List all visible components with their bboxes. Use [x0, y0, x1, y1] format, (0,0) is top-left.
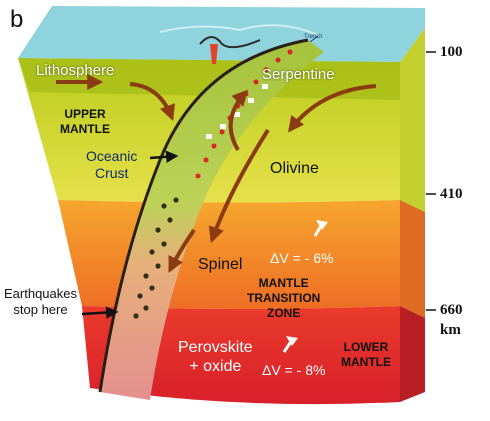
serpentine-label: Serpentine — [262, 66, 335, 83]
lithosphere-label: Lithosphere — [36, 62, 115, 79]
earthquake-pointer-arrow — [81, 306, 119, 319]
earthquake-dots — [133, 197, 179, 319]
panel-label: b — [10, 6, 24, 33]
dv660-arrowhead — [286, 336, 298, 346]
side-face-transition — [400, 200, 425, 318]
transition-zone-label: MANTLE TRANSITION ZONE — [247, 276, 321, 320]
lithosphere-layer — [18, 58, 400, 100]
dv410-arrowhead — [316, 220, 328, 230]
flow-arrows — [56, 74, 377, 273]
volcano-outline — [199, 36, 261, 49]
subducting-slab — [100, 40, 324, 400]
depth-410: 410 — [440, 186, 463, 202]
delta-v-410-label: ΔV = - 6% — [270, 250, 334, 266]
trench-label: Trench — [304, 34, 323, 40]
depth-660: 660 — [440, 302, 463, 318]
olivine-label: Olivine — [270, 160, 319, 177]
depth-ticks — [426, 51, 436, 311]
serpentine-dots — [206, 84, 268, 139]
ocean-surface — [18, 6, 425, 62]
wave-line — [159, 24, 321, 37]
depth-unit: km — [440, 322, 461, 338]
crust-pointer-arrow — [149, 150, 179, 163]
spinel-label: Spinel — [198, 256, 243, 273]
side-face-lower — [400, 306, 425, 402]
side-face-upper — [400, 28, 425, 212]
delta-v-660-label: ΔV = - 8% — [262, 362, 326, 378]
perovskite-label: Perovskite+ oxide — [178, 339, 253, 375]
transition-zone-layer — [58, 200, 400, 309]
depth-100: 100 — [440, 44, 463, 60]
volcano-magma — [210, 44, 218, 64]
